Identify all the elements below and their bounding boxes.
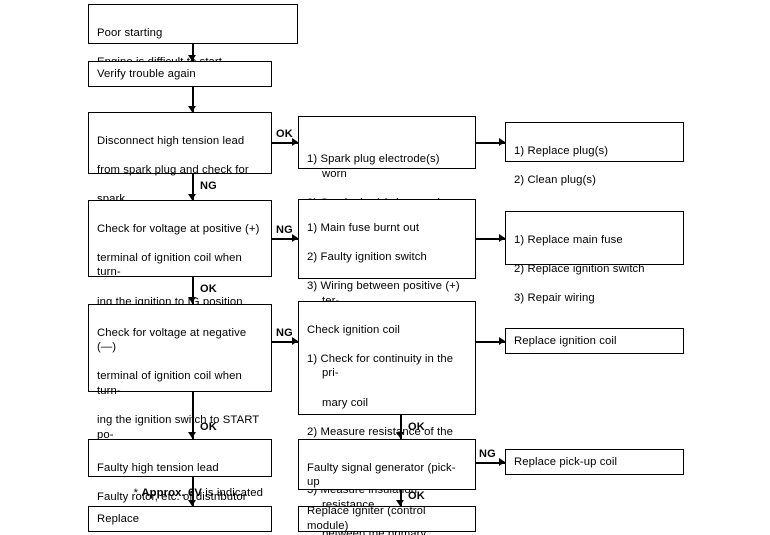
node-coil-check-item1b: mary coil — [322, 396, 369, 409]
node-positive-remedy-item3: 3) Repair wiring — [514, 291, 595, 304]
connector-positive-causes-to-remedy — [476, 238, 505, 240]
edge-label-signal-ok-in: OK — [408, 421, 425, 433]
connector-positive-ok — [192, 277, 194, 304]
node-replace-label: Replace — [97, 512, 140, 525]
node-pickup-remedy: Replace pick-up coil — [505, 449, 684, 475]
node-coil-check-item1: 1) Check for continuity in the pri- — [307, 352, 454, 380]
arrowhead-coil-remedy — [499, 337, 505, 346]
node-spark-remedy-item2: 2) Clean plug(s) — [514, 173, 596, 186]
connector-signal-ok — [400, 490, 402, 506]
node-faulty-lead: Faulty high tension lead Faulty rotor, e… — [88, 439, 272, 503]
connector-symptom-to-verify — [192, 44, 194, 61]
node-positive-check-line1: Check for voltage at positive (+) — [97, 222, 260, 235]
connector-faulty-lead-to-replace — [192, 477, 194, 506]
connector-negative-ng — [272, 341, 298, 343]
connector-spark-causes-to-remedy — [476, 142, 505, 144]
node-negative-check-line2: terminal of ignition coil when turn- — [97, 370, 242, 397]
node-symptom: Poor starting Engine is difficult to sta… — [88, 4, 298, 68]
node-positive-remedy-item2: 2) Replace ignition switch — [514, 262, 645, 275]
node-signal-generator: Faulty signal generator (pick-up coil an… — [298, 439, 476, 535]
node-replace-igniter-label: Replace igniter (control module) — [307, 505, 426, 532]
arrowhead-verify-to-spark — [188, 106, 197, 112]
node-spark-remedy-item1: 1) Replace plug(s) — [514, 144, 609, 157]
node-coil-remedy-label: Replace ignition coil — [514, 334, 617, 347]
edge-label-spark-ok: OK — [276, 128, 293, 140]
edge-label-negative-ok: OK — [200, 421, 217, 433]
connector-coil-to-remedy — [476, 341, 505, 343]
arrowhead-signal-ok — [396, 500, 405, 506]
node-faulty-lead-line2: Faulty rotor, etc. of distributor — [97, 490, 247, 503]
node-positive-check: Check for voltage at positive (+) termin… — [88, 200, 272, 337]
node-coil-check: Check ignition coil 1) Check for continu… — [298, 301, 476, 535]
node-positive-remedy: 1) Replace main fuse 2) Replace ignition… — [505, 211, 684, 304]
edge-label-spark-ng: NG — [200, 180, 217, 192]
arrowhead-positive-ok — [188, 297, 197, 303]
node-spark-causes-item1: 1) Spark plug electrode(s) worn — [307, 153, 440, 180]
node-negative-check-condition: * Approx. 6V is indicated — [97, 486, 263, 501]
arrowhead-negative-ng — [292, 337, 298, 346]
node-coil-check-header: Check ignition coil — [307, 323, 400, 336]
connector-signal-ng — [476, 462, 505, 464]
edge-label-signal-ok-out: OK — [408, 490, 425, 502]
node-spark-causes: 1) Spark plug electrode(s) worn 2) Spark… — [298, 116, 476, 253]
node-positive-remedy-item1: 1) Replace main fuse — [514, 233, 623, 246]
node-symptom-line1: Poor starting — [97, 26, 163, 39]
node-replace-igniter: Replace igniter (control module) — [298, 505, 476, 532]
node-positive-causes-item1: 1) Main fuse burnt out — [307, 221, 420, 234]
node-replace: Replace — [88, 506, 272, 532]
connector-negative-ok — [192, 392, 194, 439]
node-negative-check-line1: Check for voltage at negative (—) — [97, 326, 247, 354]
edge-label-negative-ng: NG — [276, 327, 293, 339]
node-negative-check-condition-value: Approx. 6V — [141, 487, 203, 500]
edge-label-positive-ng: NG — [276, 224, 293, 236]
node-coil-check-item2: 2) Measure resistance of the — [307, 425, 453, 438]
connector-verify-to-spark — [192, 87, 194, 112]
arrowhead-replace — [188, 500, 197, 506]
node-spark-check-line2: from spark plug and check for — [97, 163, 249, 176]
connector-coil-ok — [400, 415, 402, 439]
node-spark-remedy: 1) Replace plug(s) 2) Clean plug(s) — [505, 122, 684, 186]
edge-label-positive-ok: OK — [200, 283, 217, 295]
node-spark-check: Disconnect high tension lead from spark … — [88, 112, 272, 234]
arrowhead-spark-ng — [188, 194, 197, 200]
node-spark-check-line1: Disconnect high tension lead — [97, 134, 245, 147]
arrowhead-symptom-to-verify — [188, 55, 197, 61]
node-coil-remedy: Replace ignition coil — [505, 328, 684, 354]
arrowhead-signal-ng — [499, 458, 505, 467]
node-positive-causes-item3: 3) Wiring between positive (+) ter- — [307, 279, 460, 307]
arrowhead-spark-ok — [292, 138, 298, 147]
node-positive-check-line2: terminal of ignition coil when turn- — [97, 251, 242, 279]
arrowhead-positive-remedy — [499, 234, 505, 243]
node-positive-causes: 1) Main fuse burnt out 2) Faulty ignitio… — [298, 199, 476, 394]
edge-label-signal-ng: NG — [479, 448, 496, 460]
node-positive-causes-item2: 2) Faulty ignition switch — [307, 250, 427, 263]
connector-spark-ng — [192, 174, 194, 201]
arrowhead-negative-ok — [188, 432, 197, 438]
node-negative-check-line3: ing the ignition switch to START po- — [97, 414, 260, 441]
arrowhead-spark-remedy — [499, 138, 505, 147]
arrowhead-positive-ng — [292, 234, 298, 243]
node-faulty-lead-line1: Faulty high tension lead — [97, 461, 219, 474]
connector-spark-ok — [272, 142, 298, 144]
node-verify: Verify trouble again — [88, 61, 272, 87]
node-pickup-remedy-label: Replace pick-up coil — [514, 455, 618, 468]
node-verify-label: Verify trouble again — [97, 67, 196, 80]
node-negative-check: Check for voltage at negative (—) termin… — [88, 304, 272, 499]
node-negative-check-condition-post: is indicated — [202, 487, 263, 500]
node-signal-generator-line1: Faulty signal generator (pick-up — [307, 461, 456, 489]
node-negative-check-condition-pre: * — [133, 487, 142, 500]
connector-positive-ng — [272, 238, 298, 240]
arrowhead-coil-ok — [396, 432, 405, 438]
